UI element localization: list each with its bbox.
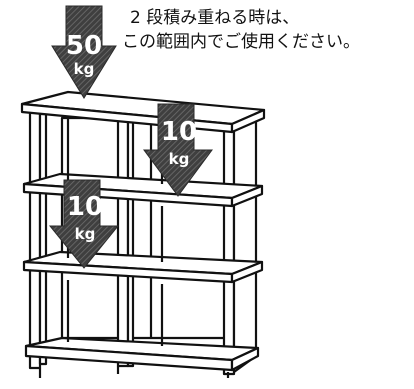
middle-divider: [116, 114, 135, 368]
upper-shelf-load-unit: kg: [169, 150, 190, 168]
top-load-arrow: [51, 5, 117, 99]
upper-shelf-load-arrow: [143, 103, 213, 197]
middle-shelf-load-value: 10: [67, 192, 103, 222]
middle-shelf-load-unit: kg: [75, 225, 96, 243]
top-load-unit: kg: [74, 60, 95, 78]
top-load-value: 50: [66, 31, 102, 61]
upper-shelf-load-value: 10: [161, 117, 197, 147]
caution-note-line-1: 2 段積み重ねる時は、: [130, 8, 300, 28]
bottom-board: [24, 336, 260, 372]
middle-shelf-load-arrow: [48, 179, 120, 269]
caution-note-line-2: この範囲内でご使用ください。: [122, 32, 360, 52]
stacking-caution-note: 2 段積み重ねる時は、 この範囲内でご使用ください。: [122, 6, 410, 54]
left-side-panel: [28, 106, 48, 370]
right-side-panel: [222, 110, 258, 376]
